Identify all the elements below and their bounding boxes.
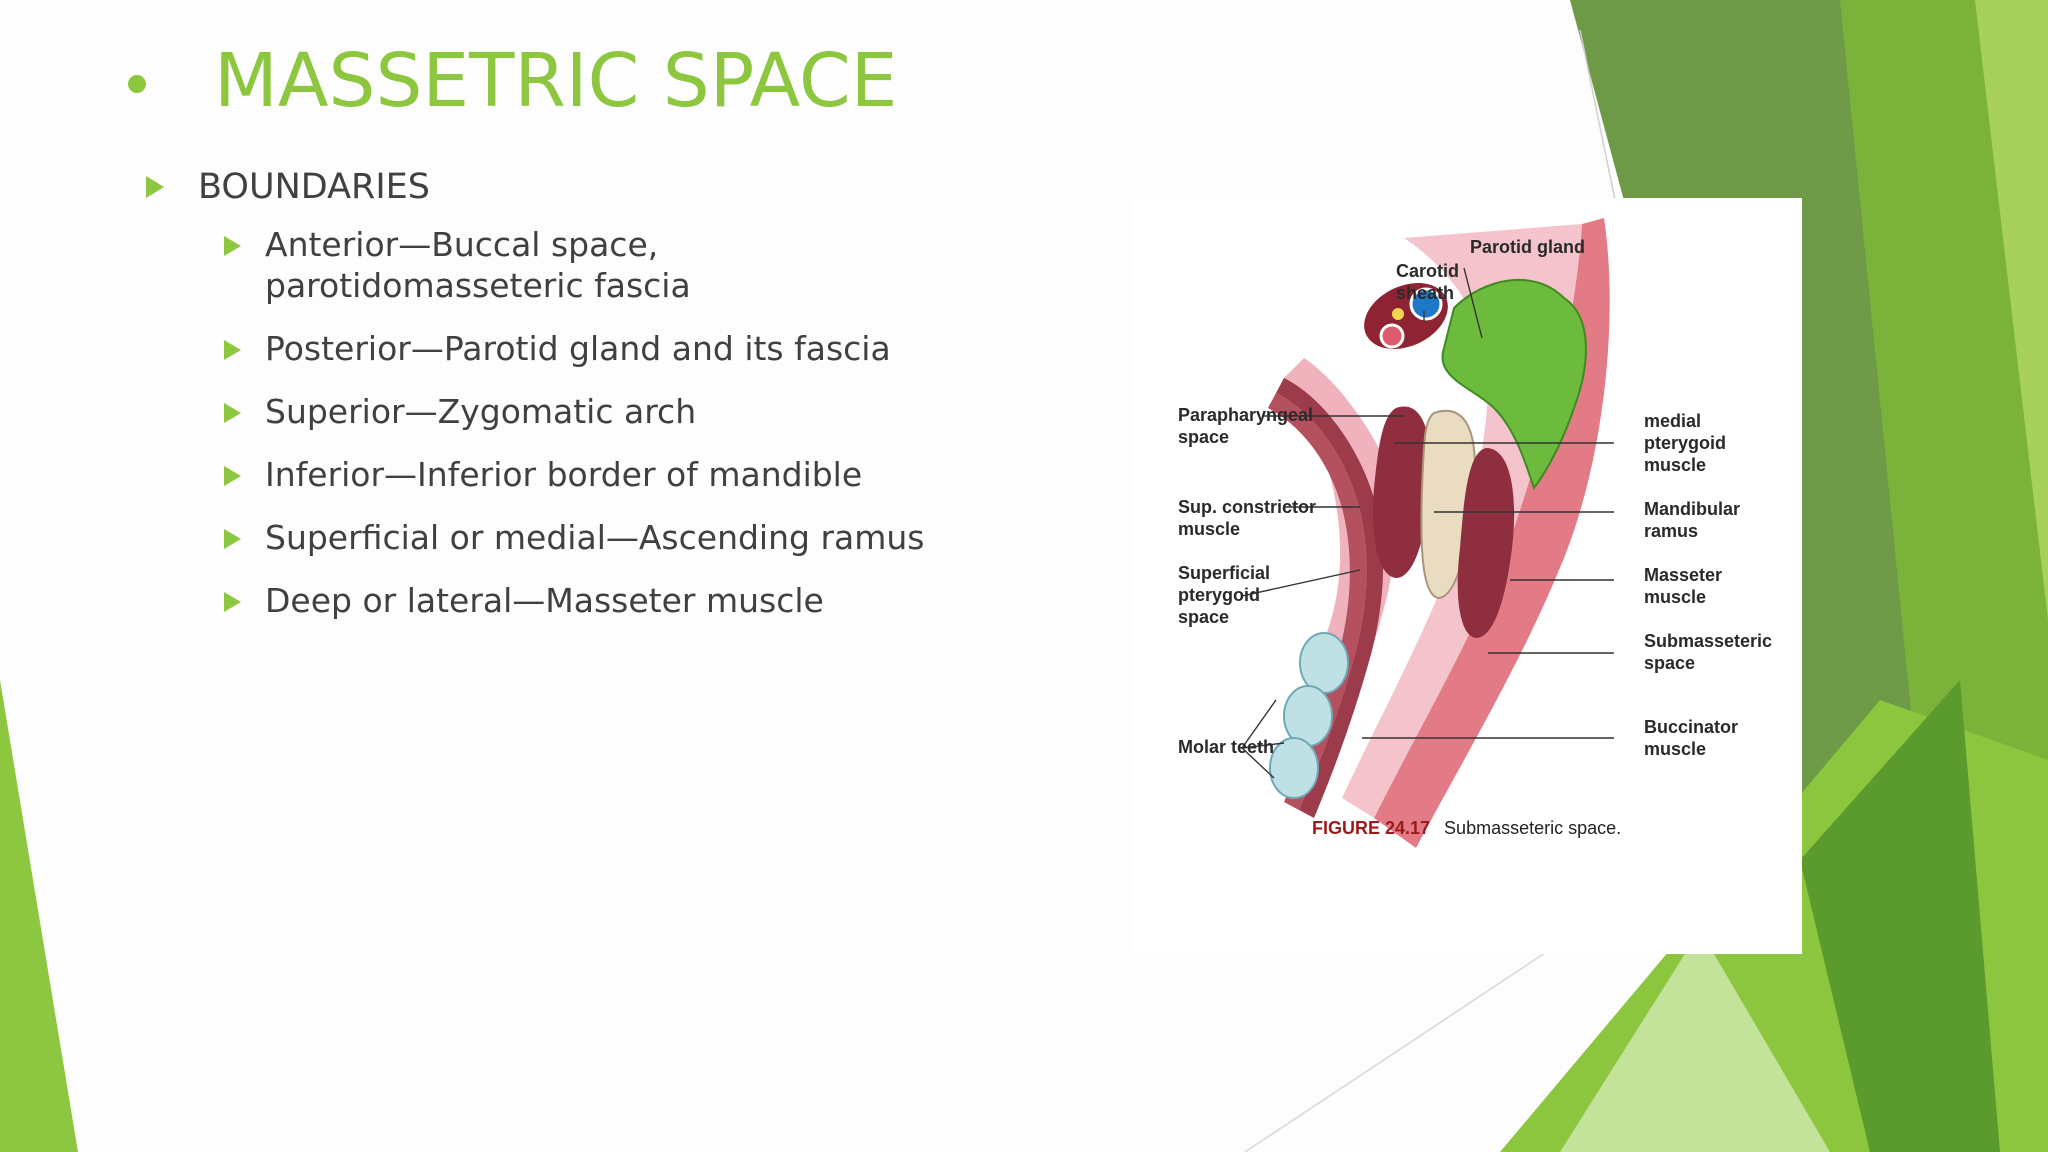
- right-green-light: [1975, 0, 2048, 620]
- figure-caption: FIGURE 24.17 Submasseteric space.: [1312, 818, 1621, 839]
- buccinator-band: [1268, 393, 1367, 810]
- bottom-green-deep: [1800, 680, 2000, 1152]
- internal-jugular: [1409, 287, 1443, 321]
- list-item: Superficial or medial—Ascending ramus: [224, 517, 966, 558]
- arrow-bullet-icon: [224, 340, 241, 360]
- label-masseter-muscle: Masseter muscle: [1644, 565, 1723, 607]
- carotid-artery: [1379, 323, 1405, 349]
- arrow-bullet-icon: [224, 466, 241, 486]
- arrow-bullet-icon: [224, 529, 241, 549]
- boundary-superior: Superior—Zygomatic arch: [265, 392, 697, 431]
- slide-title: MASSETRIC SPACE: [214, 38, 898, 124]
- medial-pterygoid: [1372, 406, 1431, 578]
- molar-tooth: [1299, 632, 1349, 694]
- arrow-bullet-icon: [224, 236, 241, 256]
- arrow-bullet-icon: [224, 403, 241, 423]
- thin-line-1: [1244, 952, 1546, 1152]
- leader-lines: [1241, 267, 1614, 779]
- bottom-green-pale: [1560, 930, 1830, 1152]
- label-buccinator-muscle: Buccinator muscle: [1644, 717, 1739, 759]
- boundaries-heading: BOUNDARIES: [198, 167, 430, 207]
- constrictor-band: [1276, 378, 1384, 818]
- boundary-posterior: Posterior—Parotid gland and its fascia: [265, 329, 891, 368]
- title-bullet: [128, 75, 146, 93]
- anatomy-illustration: [1241, 218, 1614, 848]
- title-row: MASSETRIC SPACE: [128, 36, 897, 126]
- label-sup-constrictor: Sup. constrictor muscle: [1178, 497, 1317, 539]
- molar-tooth: [1269, 737, 1319, 799]
- label-carotid-sheath: Carotid sheath: [1396, 261, 1459, 303]
- boundary-deep: Deep or lateral—Masseter muscle: [265, 581, 824, 620]
- arrow-bullet-icon: [224, 592, 241, 612]
- boundaries-heading-row: BOUNDARIES: [146, 160, 966, 214]
- masseter-muscle: [1457, 448, 1515, 638]
- figure-number: FIGURE 24.17: [1312, 818, 1431, 838]
- list-item: Deep or lateral—Masseter muscle: [224, 580, 966, 621]
- label-mandibular-ramus: Mandibular ramus: [1644, 499, 1741, 541]
- slide-content: BOUNDARIES Anterior—Buccal space, paroti…: [146, 160, 966, 643]
- thin-line-2: [1579, 29, 1616, 201]
- cheek-skin: [1374, 218, 1610, 848]
- molar-tooth: [1283, 685, 1333, 747]
- boundaries-list: Anterior—Buccal space, parotidomasseteri…: [224, 224, 966, 621]
- list-item: Inferior—Inferior border of mandible: [224, 454, 966, 495]
- label-parotid-gland: Parotid gland: [1470, 237, 1586, 257]
- arrow-bullet-icon: [146, 176, 164, 198]
- label-superficial-pterygoid: Superficial pterygoid space: [1178, 563, 1271, 627]
- label-submasseteric-space: Submasseteric space: [1644, 631, 1773, 673]
- figure-caption-text: Submasseteric space.: [1444, 818, 1622, 838]
- list-item: Posterior—Parotid gland and its fascia: [224, 328, 966, 369]
- label-medial-pterygoid: medial pterygoid muscle: [1644, 411, 1727, 475]
- label-molar-teeth: Molar teeth: [1178, 737, 1275, 757]
- anatomy-figure: Parotid gland Carotid sheath Parapharyng…: [1134, 198, 1802, 954]
- boundary-superficial: Superficial or medial—Ascending ramus: [265, 518, 925, 557]
- label-parapharyngeal-space: Parapharyngeal space: [1178, 405, 1314, 447]
- boundary-anterior: Anterior—Buccal space, parotidomasseteri…: [265, 225, 691, 305]
- list-item: Anterior—Buccal space, parotidomasseteri…: [224, 224, 966, 306]
- list-item: Superior—Zygomatic arch: [224, 391, 966, 432]
- vagus-nerve: [1392, 308, 1404, 320]
- left-green-shard: [0, 680, 78, 1152]
- boundary-inferior: Inferior—Inferior border of mandible: [265, 455, 863, 494]
